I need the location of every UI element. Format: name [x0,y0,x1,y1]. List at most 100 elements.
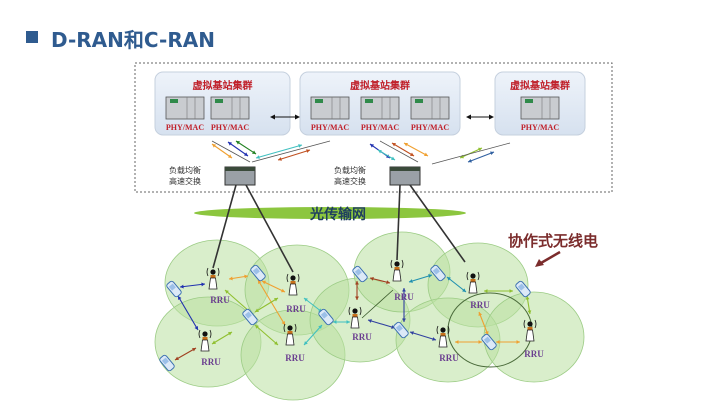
arrowhead [180,284,184,289]
page-title: D-RAN和C-RAN [51,28,215,52]
arrowhead [368,319,372,323]
arrowhead [527,310,532,314]
phone-body [430,264,446,282]
rru-label: RRU [201,357,221,367]
arrowhead [333,320,337,324]
antenna-icon [440,327,446,333]
signal-waves-icon [523,319,537,329]
rru-body [288,283,298,296]
link-arrow [408,274,433,283]
fiber-link [396,184,401,261]
data-link-arrow [255,144,303,159]
switch-label-line2: 高速交换 [169,176,201,186]
link-arrow [179,283,206,288]
arrowhead [228,142,232,146]
fiber-bundle [431,142,511,165]
fiber-bundle [251,140,331,163]
arrowhead [281,321,285,325]
mobile-phone-icon [166,280,182,298]
signal-waves-icon [283,323,297,333]
rru-body [392,269,402,282]
mobile-phone-icon [250,264,266,282]
mobile-phone-icon [352,265,368,283]
arrowhead [178,296,182,300]
rru-band [470,279,476,282]
phy-mac-label: PHY/MAC [166,123,204,132]
fiber-link [409,184,466,263]
link-arrow [446,276,467,293]
arrowhead [478,312,483,316]
rru-label: RRU [470,300,490,310]
data-link-arrow [391,142,415,157]
arrowhead [424,152,428,157]
arrowhead [410,152,414,156]
rru-label: RRU [439,353,459,363]
cluster-title: 虚拟基站集群 [510,79,570,92]
arrowhead [228,154,232,158]
rru-tower: RRU [206,267,230,305]
rru-label: RRU [524,349,544,359]
rru-body [350,316,360,329]
rru-band [210,275,216,278]
rru-body [208,277,218,290]
data-link-arrow [235,140,257,155]
antenna-icon [352,308,358,314]
coverage-cell [483,291,585,383]
rru-tower: RRU [283,323,305,363]
server-led [415,99,423,103]
link-arrow [303,297,323,313]
phy-mac-label: PHY/MAC [311,123,349,132]
cooperation-link [361,289,394,319]
link-arrow [211,331,233,345]
antenna-icon [202,331,208,337]
mobile-phone-icon [481,333,497,351]
rru-body [200,339,210,352]
arrowhead [244,274,248,279]
link-arrow [409,331,437,341]
arrowhead [298,144,302,148]
data-link-arrow [459,147,483,159]
mobile-phone-icon [242,308,258,326]
phy-mac-label: PHY/MAC [361,123,399,132]
phone-body [393,321,409,339]
rru-body [285,333,295,346]
signal-waves-icon [436,325,450,335]
arrowhead [306,149,310,153]
phone-screen [168,283,176,291]
rru-tower: RRU [523,319,544,359]
fiber-link [212,184,237,269]
cooperative-radio-label: 协作式无线电 [508,232,598,250]
arrowhead [304,298,308,302]
switch-label-line2: 高速交换 [334,176,366,186]
title-bullet [26,31,38,43]
arrowhead [194,326,198,330]
phone-screen [395,324,403,332]
phy-mac-label: PHY/MAC [521,123,559,132]
data-link-arrow [403,142,429,157]
arrowhead [432,337,436,341]
cluster-title: 虚拟基站集群 [350,79,410,92]
link-arrow [174,347,197,361]
rru-band [287,331,293,334]
server-led [525,99,533,103]
phone-body [250,264,266,282]
arrowhead [262,280,266,285]
server-led [365,99,373,103]
rru-label: RRU [352,332,372,342]
arrowhead [378,150,382,154]
arrowhead [402,318,406,322]
signal-waves-icon [198,329,212,339]
arrowhead [225,290,229,294]
arrowhead [447,277,451,281]
arrowhead [212,340,216,344]
arrowhead [490,151,494,156]
phone-screen [354,268,362,276]
phone-screen [432,267,440,275]
arrowhead [404,142,408,147]
data-link-arrow [211,143,233,159]
arrowhead [192,348,196,352]
rru-band [202,337,208,340]
link-arrow [177,295,199,331]
